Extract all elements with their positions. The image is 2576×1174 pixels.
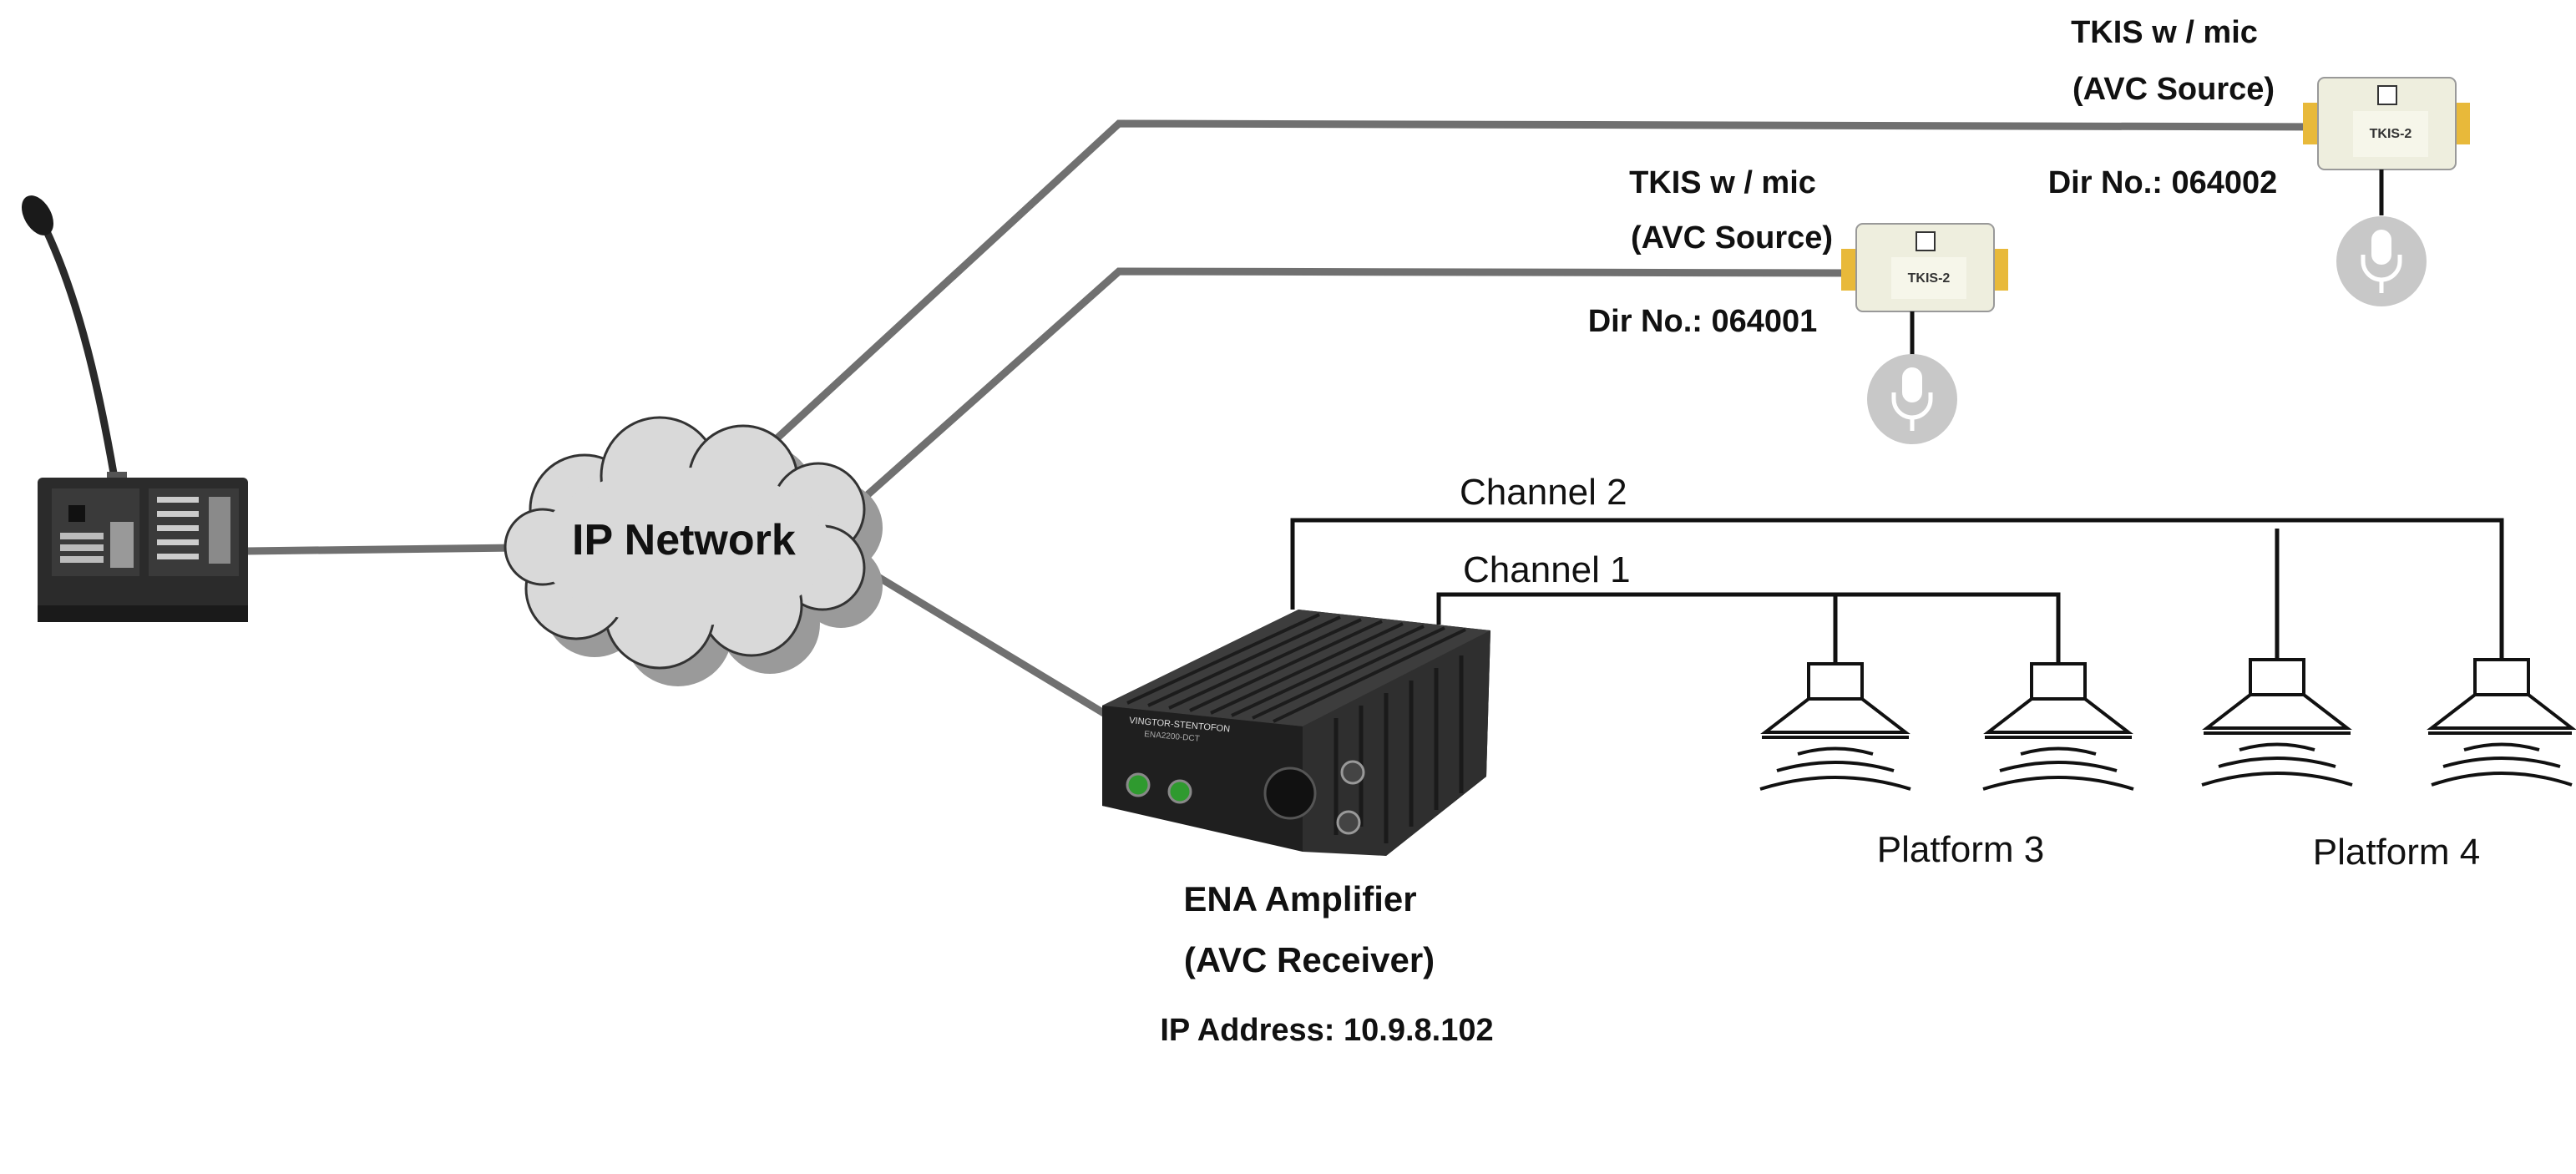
amplifier-role: (AVC Receiver) [1183, 940, 1435, 979]
speaker-platform-3b [1982, 662, 2134, 791]
speaker-wiring [1290, 518, 2504, 664]
channel-2-label: Channel 2 [1460, 472, 1627, 513]
tkis-2-title: TKIS w / mic [2071, 15, 2258, 50]
tkis-module-1-icon: TKIS-2 [1841, 223, 2008, 312]
speaker-platform-4b [2427, 658, 2576, 787]
tkis-1-device-text: TKIS-2 [1908, 271, 1951, 286]
amplifier-ip: IP Address: 10.9.8.102 [1160, 1013, 1494, 1048]
link-cloud-amplifier [873, 572, 1123, 726]
tkis-1-role: (AVC Source) [1630, 220, 1834, 256]
tkis-1-title: TKIS w / mic [1629, 165, 1816, 200]
platform-4-label: Platform 4 [2312, 832, 2481, 873]
desk-microphone-console-icon [22, 195, 248, 622]
channel-2-wire [1290, 518, 2504, 660]
amplifier-title: ENA Amplifier [1183, 879, 1417, 918]
tkis-2-device-text: TKIS-2 [2370, 127, 2412, 141]
amplifier-icon: VINGTOR-STENTOFON ENA2200-DCT [1102, 610, 1490, 856]
network-label: IP Network [572, 516, 796, 564]
tkis-1-dir-no: Dir No.: 064001 [1587, 304, 1818, 339]
microphone-1-icon [1867, 354, 1957, 444]
tkis-module-2-icon: TKIS-2 [2303, 77, 2470, 170]
cloud-icon [504, 416, 883, 686]
link-cloud-tkis1 [852, 267, 1858, 509]
tkis-2-role: (AVC Source) [2072, 72, 2275, 107]
microphone-2-icon [2336, 216, 2427, 306]
platform-3-label: Platform 3 [1876, 829, 2045, 870]
channel-1-label: Channel 1 [1463, 549, 1631, 590]
speaker-icon [1759, 658, 2576, 791]
tkis-2-dir-no: Dir No.: 064002 [2047, 165, 2278, 200]
speaker-platform-3a [1759, 662, 1911, 791]
link-cloud-tkis2 [768, 119, 2334, 447]
channel-1-wire [1436, 592, 2061, 664]
link-console-cloud [242, 544, 522, 555]
network-links [242, 119, 2334, 726]
speaker-platform-4a [2201, 658, 2353, 787]
